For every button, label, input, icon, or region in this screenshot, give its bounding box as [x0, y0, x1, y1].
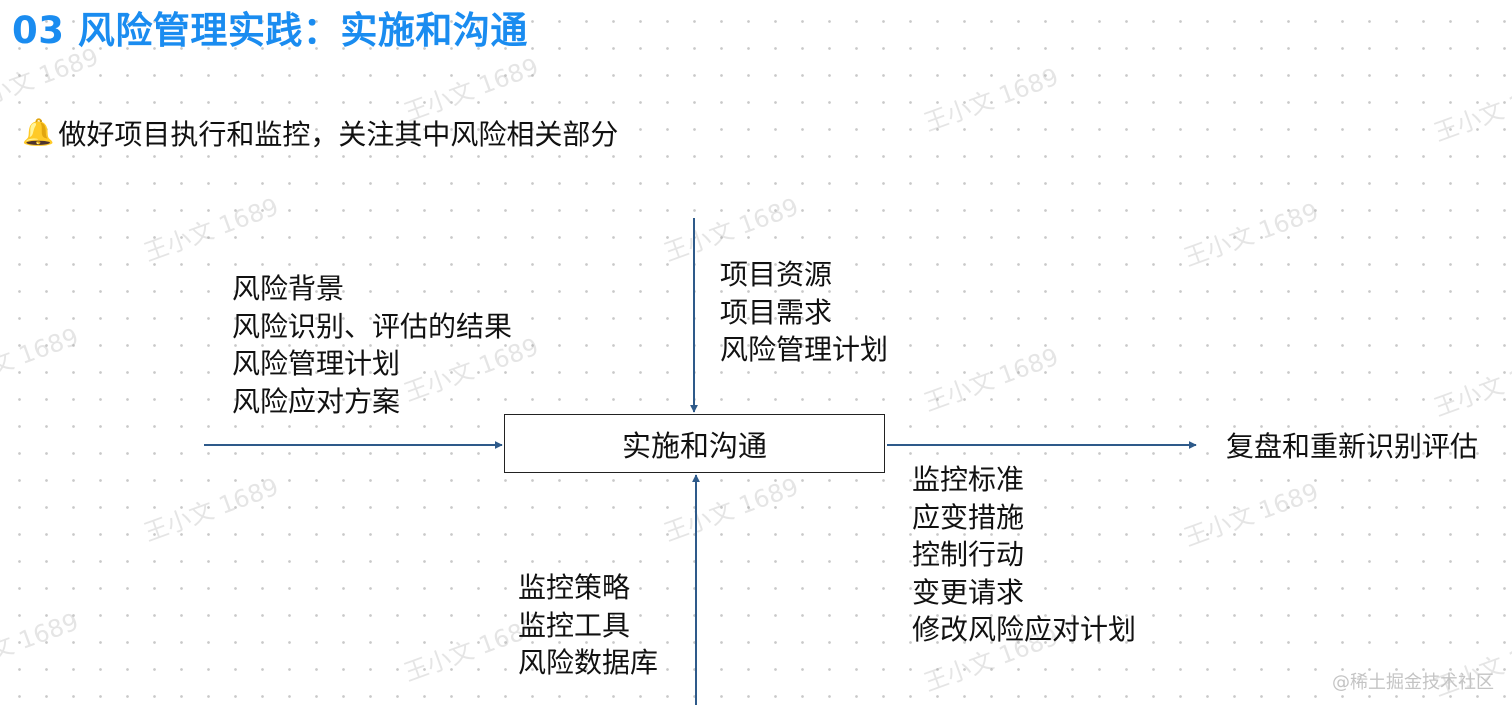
bottom-inputs: 监控策略 监控工具 风险数据库: [518, 569, 658, 682]
right-output-item: 控制行动: [912, 538, 1025, 571]
left-input-item: 风险应对方案: [232, 384, 401, 418]
top-input-item: 风险管理计划: [720, 333, 889, 366]
top-input-item: 项目需求: [720, 295, 833, 329]
subtitle-text: 做好项目执行和监控，关注其中风险相关部分: [58, 118, 619, 151]
bottom-input-item: 监控策略: [518, 571, 631, 604]
left-input-item: 风险识别、评估的结果: [232, 309, 513, 343]
right-output-item: 监控标准: [912, 463, 1025, 496]
left-input-item: 风险背景: [232, 272, 345, 305]
site-watermark: @稀土掘金技术社区: [1332, 672, 1494, 693]
process-label: 实施和沟通: [621, 428, 767, 463]
subtitle: 🔔 做好项目执行和监控，关注其中风险相关部分: [22, 113, 618, 153]
page-title: 03 风险管理实践：实施和沟通: [12, 9, 528, 52]
left-input-item: 风险管理计划: [232, 347, 401, 380]
bottom-input-item: 风险数据库: [518, 646, 659, 679]
top-inputs: 项目资源 项目需求 风险管理计划: [720, 256, 888, 369]
right-output-item: 应变措施: [912, 500, 1025, 534]
right-output-item: 修改风险应对计划: [912, 613, 1137, 646]
bottom-input-item: 监控工具: [518, 608, 631, 642]
left-inputs: 风险背景 风险识别、评估的结果 风险管理计划 风险应对方案: [232, 270, 512, 420]
output-target: 复盘和重新识别评估: [1226, 430, 1479, 463]
right-outputs: 监控标准 应变措施 控制行动 变更请求 修改风险应对计划: [912, 461, 1136, 649]
process-box: 实施和沟通: [504, 414, 885, 473]
top-input-item: 项目资源: [720, 258, 833, 291]
bell-icon: 🔔: [22, 118, 55, 148]
right-output-item: 变更请求: [912, 575, 1025, 609]
